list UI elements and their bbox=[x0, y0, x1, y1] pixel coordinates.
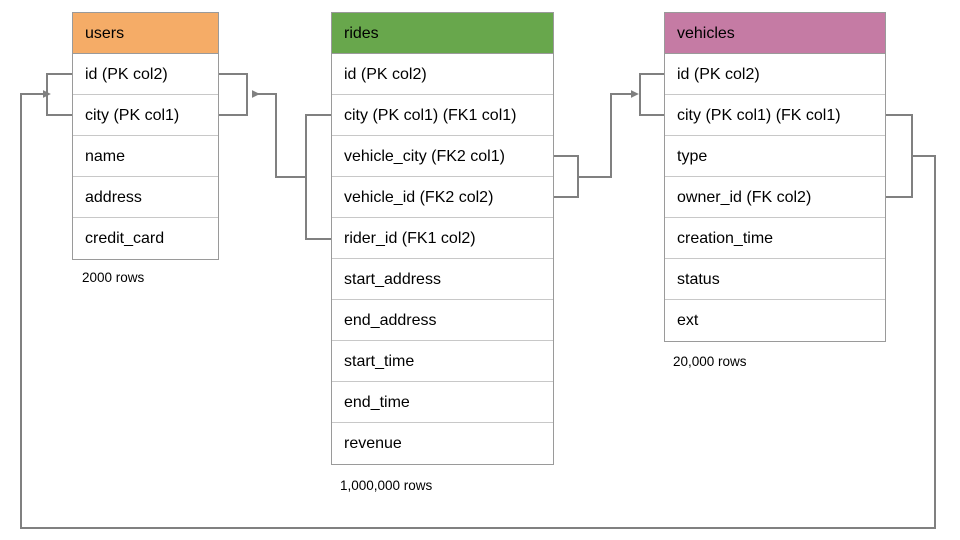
table-vehicles-column-status[interactable]: status bbox=[665, 259, 885, 300]
table-rides-row-count: 1,000,000 rows bbox=[340, 478, 433, 493]
table-rides-column-vehicle-id[interactable]: vehicle_id (FK2 col2) bbox=[332, 177, 553, 218]
table-rides[interactable]: rides id (PK col2) city (PK col1) (FK1 c… bbox=[331, 12, 554, 465]
table-users-column-city[interactable]: city (PK col1) bbox=[73, 95, 218, 136]
table-rides-column-end-time[interactable]: end_time bbox=[332, 382, 553, 423]
table-users-column-id[interactable]: id (PK col2) bbox=[73, 54, 218, 95]
table-vehicles-column-type[interactable]: type bbox=[665, 136, 885, 177]
table-rides-column-start-address[interactable]: start_address bbox=[332, 259, 553, 300]
table-rides-column-city[interactable]: city (PK col1) (FK1 col1) bbox=[332, 95, 553, 136]
table-users-column-address[interactable]: address bbox=[73, 177, 218, 218]
table-users-column-credit-card[interactable]: credit_card bbox=[73, 218, 218, 259]
table-rides-column-start-time[interactable]: start_time bbox=[332, 341, 553, 382]
table-vehicles-column-owner-id[interactable]: owner_id (FK col2) bbox=[665, 177, 885, 218]
table-rides-title: rides bbox=[332, 13, 553, 54]
table-users-column-name[interactable]: name bbox=[73, 136, 218, 177]
edge-users-left-bracket bbox=[46, 73, 72, 116]
edge-rides-right-bracket bbox=[554, 155, 579, 198]
edge-rides-to-vehicles bbox=[578, 90, 639, 178]
table-vehicles-column-ext[interactable]: ext bbox=[665, 300, 885, 341]
table-vehicles-column-id[interactable]: id (PK col2) bbox=[665, 54, 885, 95]
table-users[interactable]: users id (PK col2) city (PK col1) name a… bbox=[72, 12, 219, 260]
edge-vehicles-right-bracket bbox=[886, 114, 913, 198]
table-rides-column-end-address[interactable]: end_address bbox=[332, 300, 553, 341]
edge-rides-left-bracket bbox=[305, 114, 331, 240]
edge-rides-to-users bbox=[252, 90, 306, 178]
table-vehicles-column-creation-time[interactable]: creation_time bbox=[665, 218, 885, 259]
table-rides-column-vehicle-city[interactable]: vehicle_city (FK2 col1) bbox=[332, 136, 553, 177]
table-rides-column-rider-id[interactable]: rider_id (FK1 col2) bbox=[332, 218, 553, 259]
table-vehicles-title: vehicles bbox=[665, 13, 885, 54]
table-vehicles-column-city[interactable]: city (PK col1) (FK col1) bbox=[665, 95, 885, 136]
table-vehicles-row-count: 20,000 rows bbox=[673, 354, 747, 369]
table-rides-column-id[interactable]: id (PK col2) bbox=[332, 54, 553, 95]
edge-users-right-bracket bbox=[219, 73, 248, 116]
table-users-title: users bbox=[73, 13, 218, 54]
edge-vehicles-left-bracket bbox=[639, 73, 664, 116]
table-vehicles[interactable]: vehicles id (PK col2) city (PK col1) (FK… bbox=[664, 12, 886, 342]
table-rides-column-revenue[interactable]: revenue bbox=[332, 423, 553, 464]
table-users-row-count: 2000 rows bbox=[82, 270, 145, 285]
